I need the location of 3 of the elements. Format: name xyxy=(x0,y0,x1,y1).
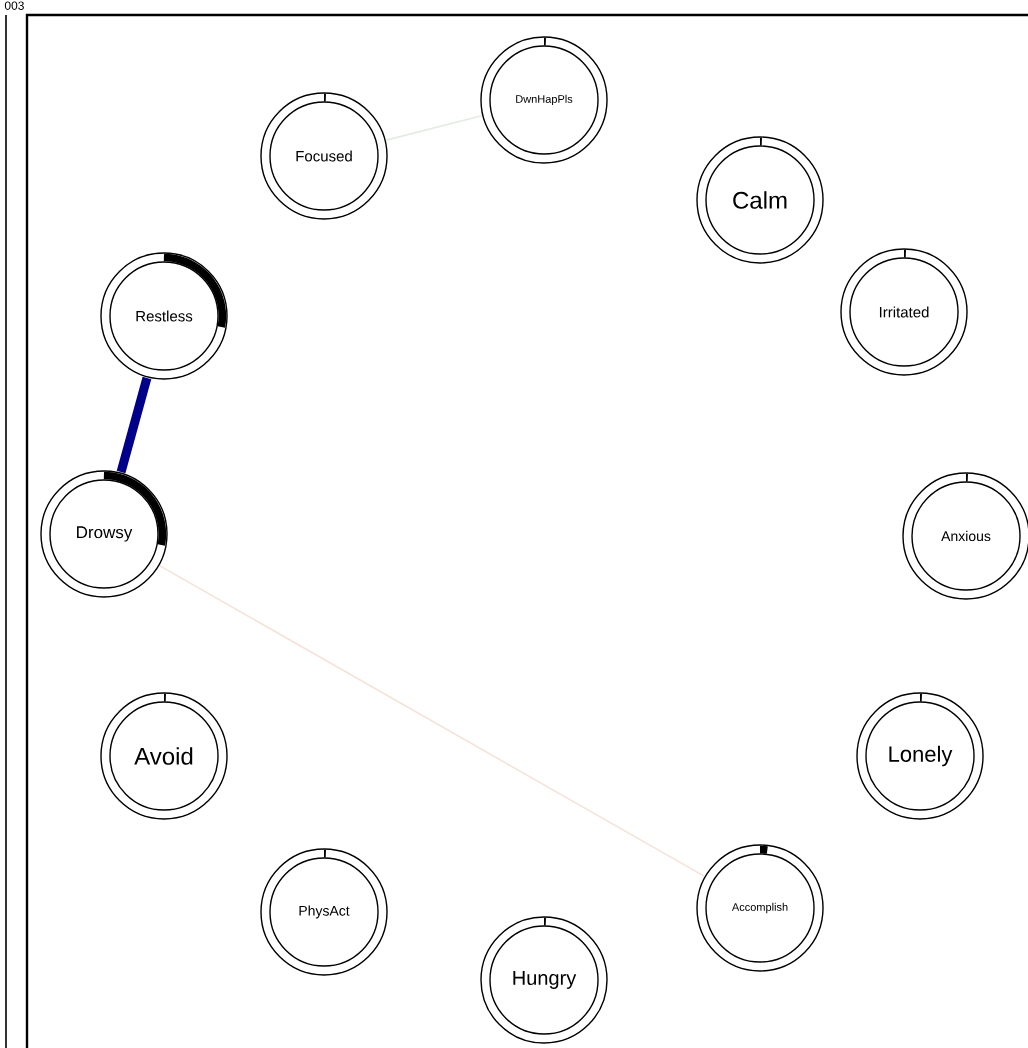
edge-line xyxy=(116,376,152,474)
edge-line xyxy=(159,565,705,877)
edge-line xyxy=(385,115,483,141)
